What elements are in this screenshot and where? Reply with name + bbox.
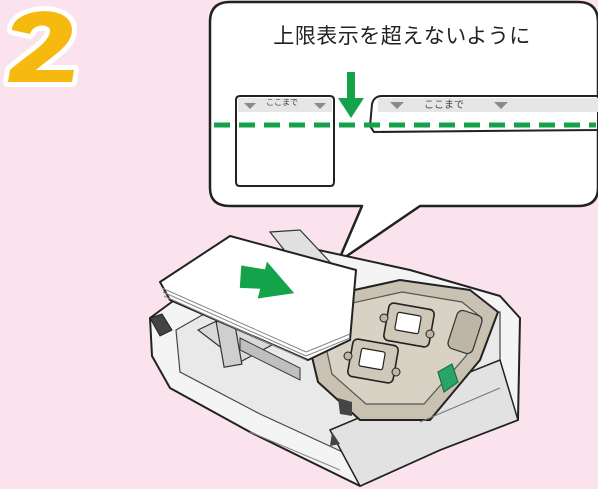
right-tab-marker-icon-2 (494, 102, 508, 109)
left-tab-marker-icon-2 (314, 103, 326, 109)
left-guide-tab (235, 95, 335, 187)
right-arrow-icon (239, 261, 295, 299)
tray-lever-knob-2 (343, 338, 401, 384)
left-tab-marker-icon (244, 103, 256, 109)
down-arrow-icon (338, 72, 364, 118)
callout-title: 上限表示を超えないように (273, 24, 531, 48)
green-latch (437, 363, 459, 393)
step-number-badge (3, 6, 79, 87)
left-limit-label: ここまで (266, 98, 298, 107)
right-limit-label: ここまで (424, 100, 464, 111)
right-tab-marker-icon (390, 102, 404, 109)
tray-lever-knob (379, 302, 435, 348)
